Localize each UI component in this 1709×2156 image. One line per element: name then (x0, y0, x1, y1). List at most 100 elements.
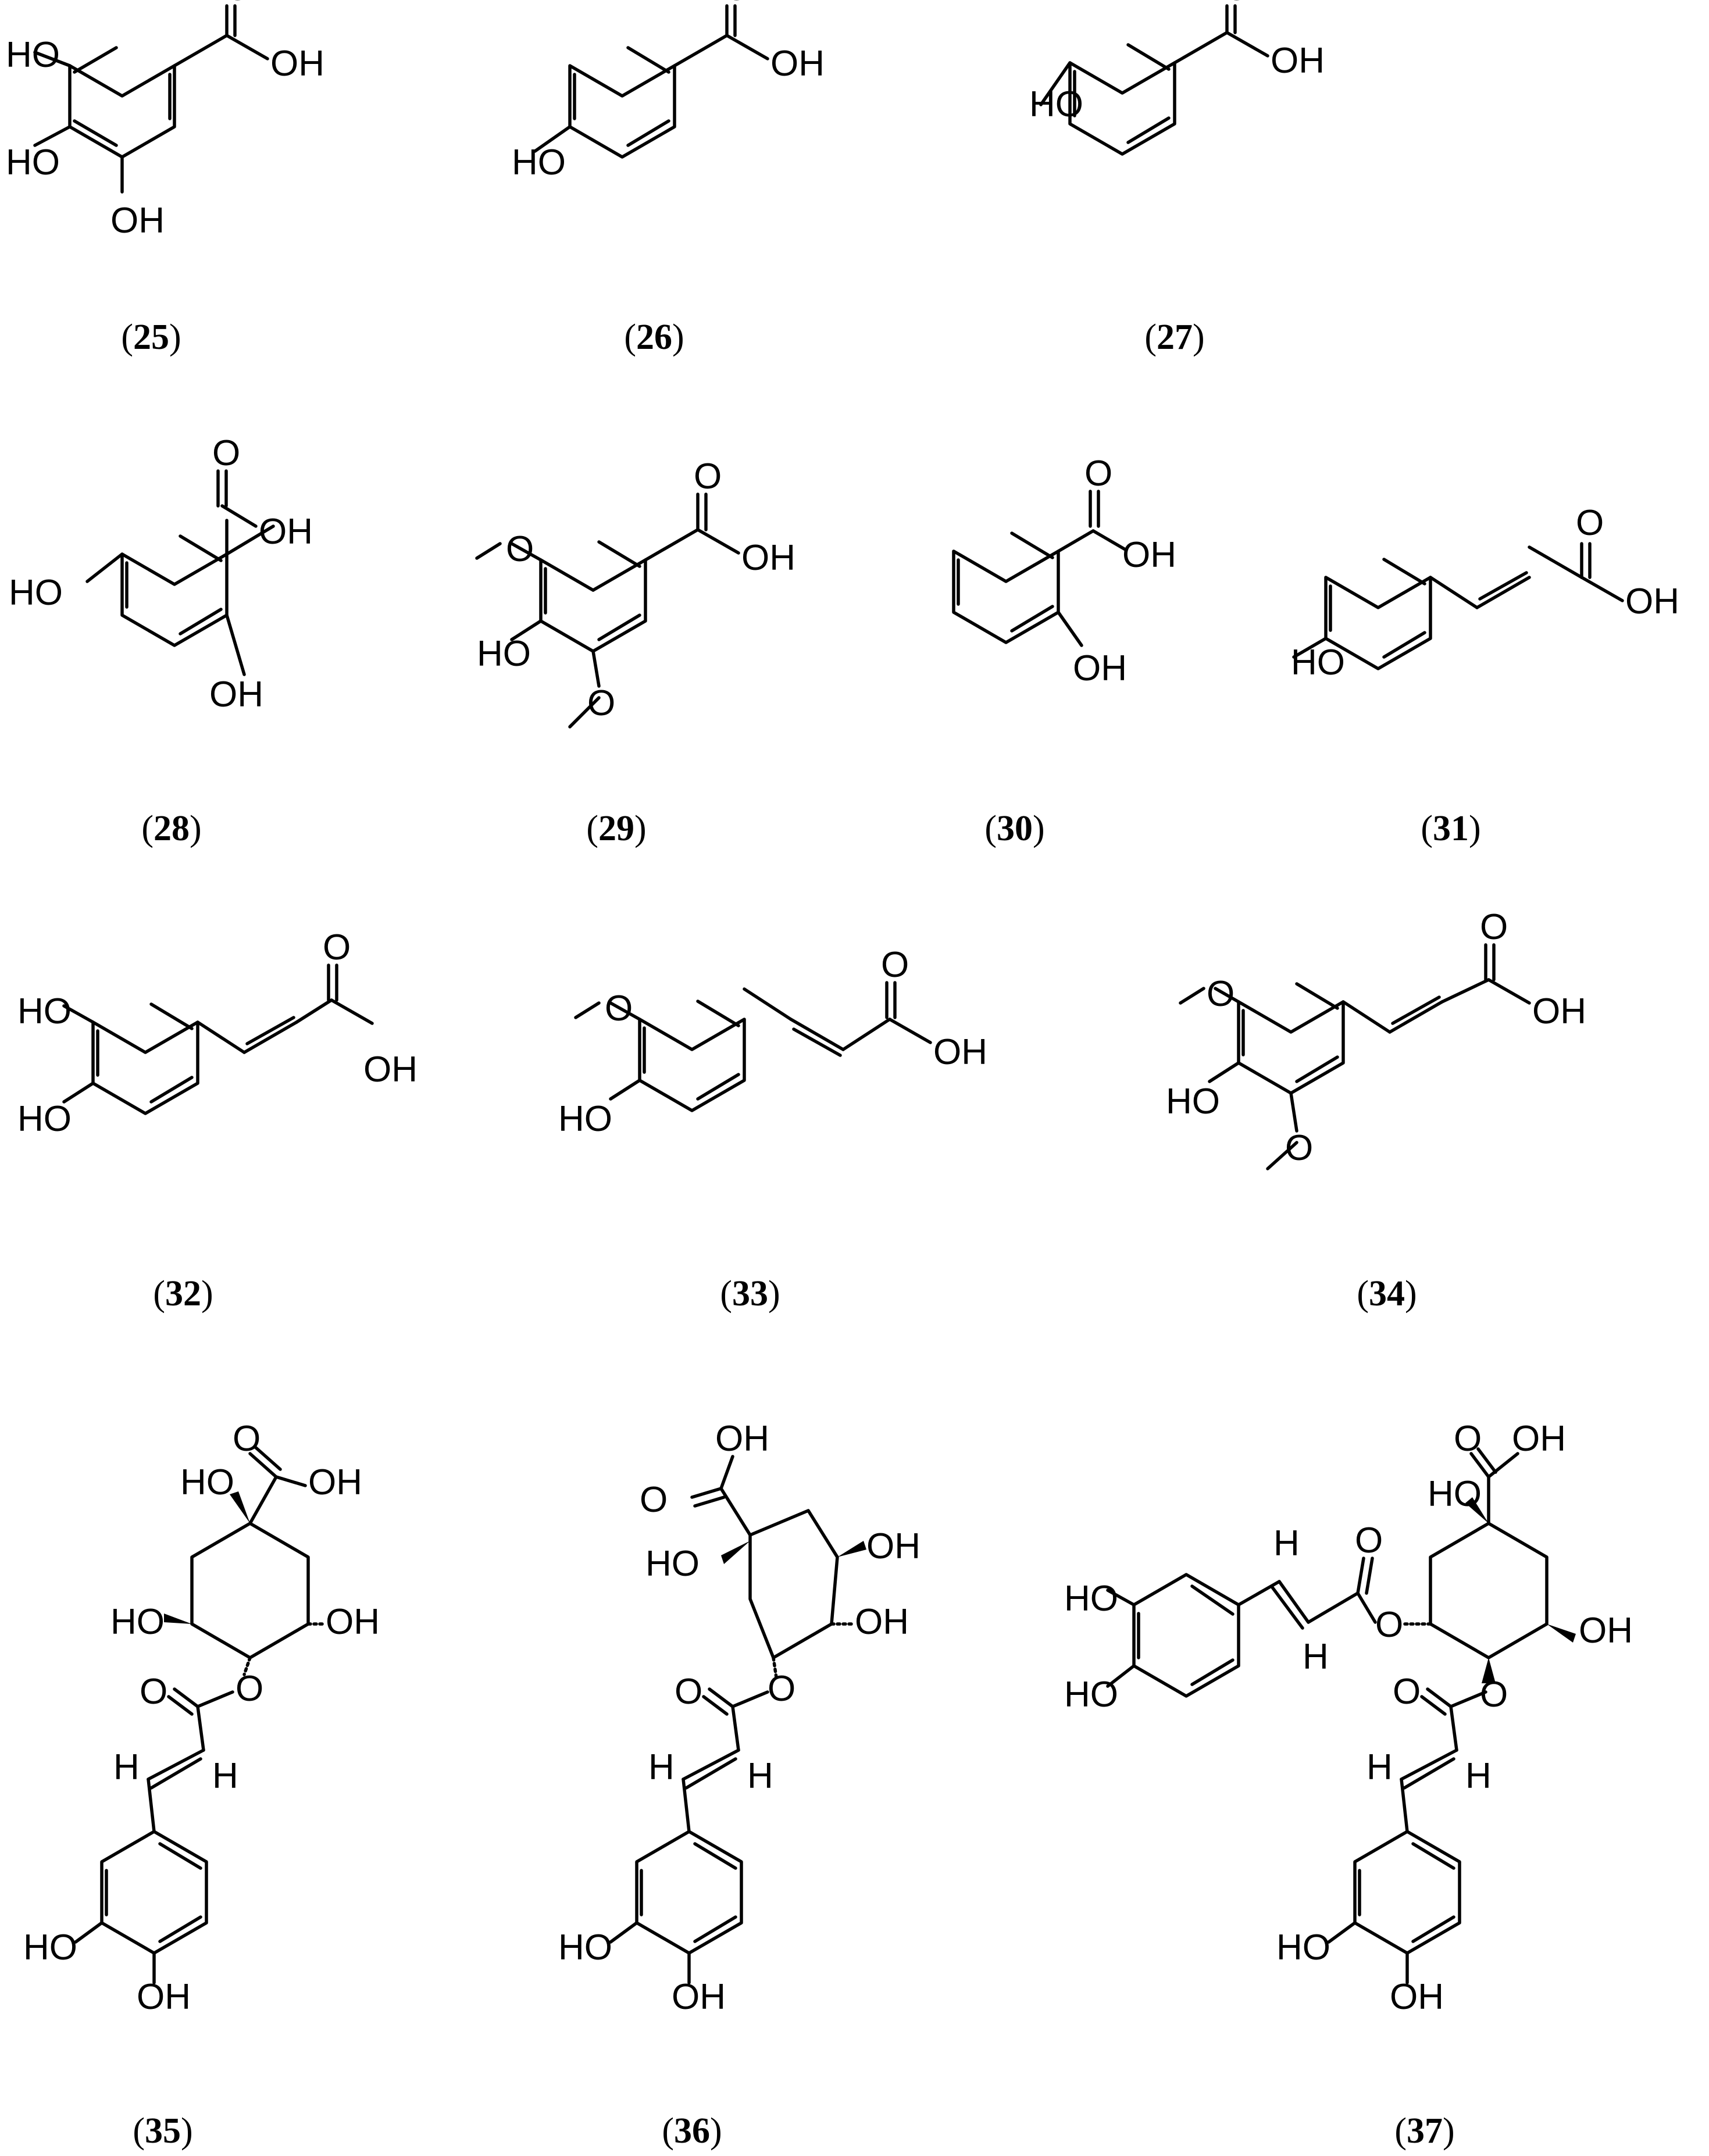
atom-ho: HO (1029, 84, 1083, 124)
atom-o: O (1480, 907, 1508, 947)
structure-36 (609, 1455, 866, 1984)
atom-oh: OH (741, 538, 795, 578)
atom-o: O (1576, 503, 1604, 543)
atom-o: O (723, 0, 751, 8)
atom-o: O (605, 988, 633, 1029)
atom-ho: HO (180, 1462, 234, 1502)
structure-31 (1292, 542, 1624, 670)
atom-ho: HO (17, 1099, 72, 1139)
atom-h: H (1303, 1637, 1329, 1677)
atom-o: O (224, 0, 252, 8)
atom-ho: HO (6, 35, 60, 75)
atom-o: O (233, 1419, 261, 1459)
atom-ho: HO (1276, 1927, 1330, 1968)
atom-o: O (1480, 1675, 1508, 1715)
atom-ho: HO (512, 142, 566, 183)
structure-33 (574, 981, 932, 1112)
atom-oh: OH (1390, 1977, 1444, 2017)
atom-h: H (1273, 1523, 1300, 1564)
atom-oh: OH (715, 1419, 769, 1459)
atom-h: H (212, 1756, 238, 1796)
atom-o: O (675, 1672, 702, 1712)
compound-label-28: (28) (141, 809, 201, 848)
atom-ho: HO (1064, 1579, 1118, 1619)
atom-o: O (506, 529, 534, 569)
atom-oh: OH (1512, 1419, 1566, 1459)
atom-ho: HO (110, 1602, 165, 1642)
structure-37 (1106, 1447, 1576, 1984)
atom-o: O (323, 927, 351, 968)
compound-label-35: (35) (133, 2111, 192, 2151)
atom-ho: HO (1428, 1474, 1482, 1514)
structure-32 (62, 963, 374, 1115)
atom-oh: OH (1625, 581, 1679, 622)
atom-oh: OH (770, 44, 825, 84)
atom-ho: HO (558, 1927, 612, 1968)
atom-ho: HO (9, 573, 63, 613)
compound-label-34: (34) (1357, 1274, 1417, 1313)
atom-oh: OH (137, 1977, 191, 2017)
atom-oh: OH (1271, 41, 1325, 81)
atom-ho: HO (645, 1544, 700, 1584)
atom-oh: OH (110, 201, 165, 241)
atom-oh: OH (672, 1977, 726, 2017)
atom-oh: OH (308, 1462, 362, 1502)
atom-oh: OH (363, 1050, 418, 1090)
structure-34 (1179, 943, 1531, 1170)
structure-30 (952, 490, 1127, 647)
atom-oh: OH (259, 512, 313, 552)
atom-oh: OH (1073, 648, 1127, 688)
atom-o: O (587, 683, 615, 723)
atom-oh: OH (866, 1526, 920, 1566)
atom-o: O (236, 1669, 263, 1709)
atom-h: H (1465, 1756, 1492, 1796)
atom-h: H (113, 1747, 140, 1787)
atom-o: O (640, 1480, 668, 1520)
atom-ho: HO (1291, 642, 1345, 683)
atom-oh: OH (1122, 535, 1176, 575)
atom-o: O (1355, 1520, 1383, 1561)
atom-o: O (1285, 1128, 1313, 1168)
atom-o: O (1084, 454, 1112, 494)
atom-oh: OH (1532, 991, 1586, 1031)
atom-o: O (768, 1669, 795, 1709)
structure-25 (33, 4, 269, 194)
compound-label-29: (29) (586, 809, 646, 848)
atom-ho: HO (1166, 1081, 1220, 1122)
atom-oh: OH (1579, 1611, 1633, 1651)
compound-label-37: (37) (1394, 2111, 1454, 2151)
compound-label-33: (33) (720, 1274, 780, 1313)
atom-o: O (1223, 0, 1251, 8)
atom-ho: HO (1064, 1675, 1118, 1715)
atom-oh: OH (209, 674, 263, 715)
compound-label-25: (25) (121, 317, 181, 357)
atom-o: O (1375, 1605, 1403, 1645)
atom-o: O (212, 433, 240, 473)
compound-label-27: (27) (1144, 317, 1204, 357)
atom-o: O (1393, 1672, 1421, 1712)
structure-35 (74, 1445, 327, 1984)
structure-28 (85, 469, 275, 676)
atom-ho: HO (6, 142, 60, 183)
atom-oh: OH (855, 1602, 909, 1642)
compound-label-31: (31) (1421, 809, 1480, 848)
atom-h: H (648, 1747, 675, 1787)
atom-h: H (747, 1756, 773, 1796)
atom-o: O (881, 945, 909, 985)
atom-o: O (1207, 974, 1235, 1014)
atom-oh: OH (270, 44, 324, 84)
compound-label-36: (36) (662, 2111, 722, 2151)
atom-ho: HO (477, 634, 531, 674)
atom-o: O (140, 1672, 167, 1712)
atom-o: O (1454, 1419, 1482, 1459)
structure-27 (1039, 4, 1269, 156)
atom-ho: HO (17, 991, 72, 1031)
compound-label-26: (26) (624, 317, 684, 357)
structure-26 (533, 4, 769, 159)
atom-h: H (1367, 1747, 1393, 1787)
structure-29 (475, 492, 740, 729)
compound-label-32: (32) (153, 1274, 213, 1313)
atom-o: O (694, 456, 722, 497)
compound-label-30: (30) (984, 809, 1044, 848)
